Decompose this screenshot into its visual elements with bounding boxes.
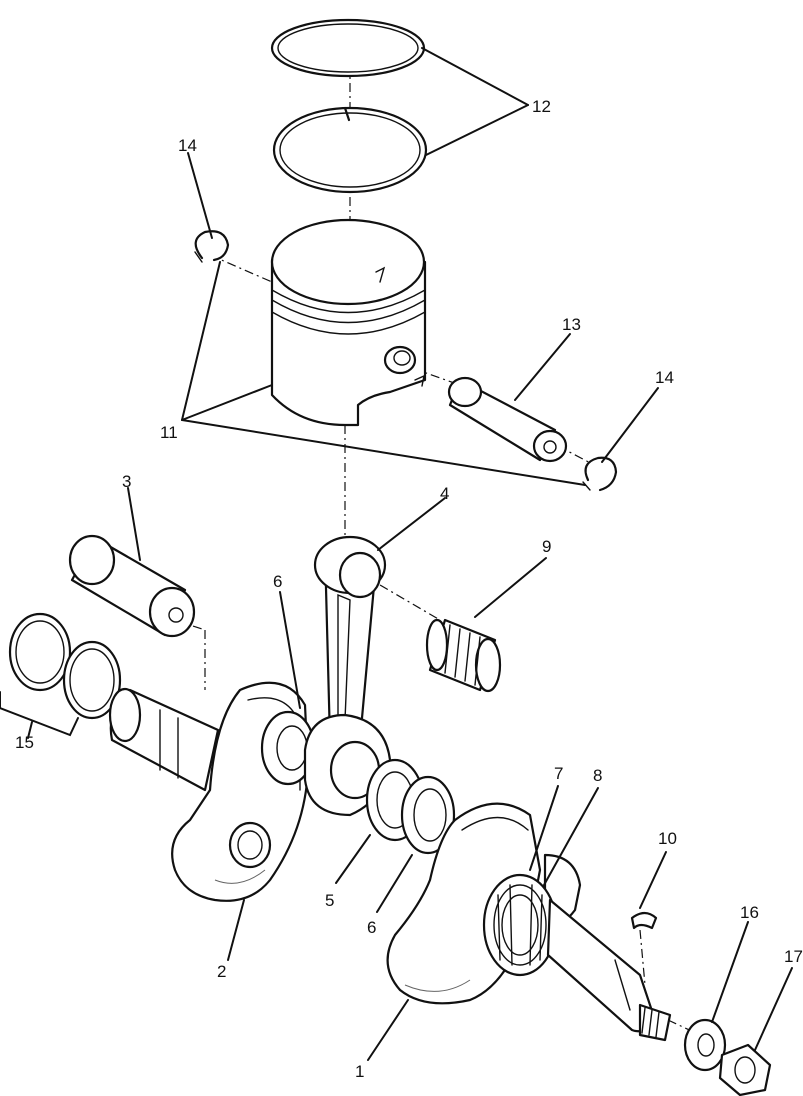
wrist-pin	[447, 376, 568, 463]
flat-washer	[683, 1018, 727, 1072]
piston	[270, 218, 427, 427]
piston-rings	[270, 18, 428, 194]
callout-6-center: 6	[367, 918, 376, 937]
callout-14-right: 14	[655, 368, 674, 387]
circlips	[194, 230, 618, 492]
callout-labels: 12 14 13 14 11 3 4 9 6 15 7 8 10 5 16 6 …	[15, 97, 803, 1081]
crank-pin	[68, 534, 196, 638]
callout-12: 12	[532, 97, 551, 116]
callout-17: 17	[784, 947, 803, 966]
callout-11: 11	[160, 423, 178, 442]
callout-10: 10	[658, 829, 677, 848]
callout-3: 3	[122, 472, 131, 491]
callout-4: 4	[440, 484, 449, 503]
callout-14-left: 14	[178, 136, 197, 155]
callout-1: 1	[355, 1062, 364, 1081]
callout-5: 5	[325, 891, 334, 910]
callout-6-left: 6	[273, 572, 282, 591]
callout-7: 7	[554, 764, 563, 783]
needle-bearing	[425, 618, 502, 693]
callout-8: 8	[593, 766, 602, 785]
hex-nut	[718, 1043, 772, 1096]
callout-2: 2	[217, 962, 226, 981]
thrust-washers	[365, 758, 456, 855]
callout-15: 15	[15, 733, 34, 752]
callout-13: 13	[562, 315, 581, 334]
woodruff-key	[630, 911, 658, 930]
crank-seals	[8, 612, 122, 720]
crankshaft-right-half	[386, 802, 672, 1042]
callout-9: 9	[542, 537, 551, 556]
callout-16: 16	[740, 903, 759, 922]
leader-lines	[0, 47, 793, 1061]
